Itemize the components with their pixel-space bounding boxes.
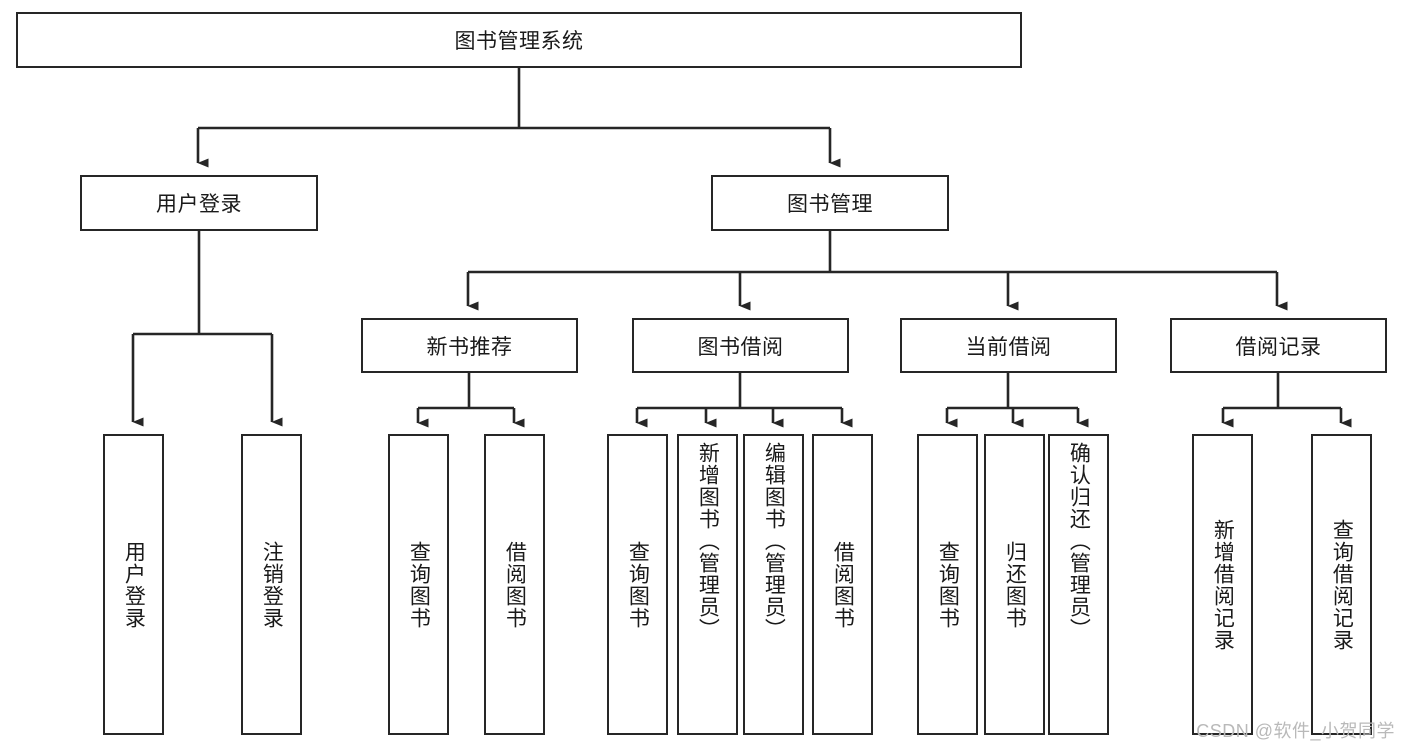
- node-leaf-edit-book-admin[interactable]: 编辑图书（管理员）: [743, 434, 804, 735]
- node-leaf-user-login[interactable]: 用户登录: [103, 434, 164, 735]
- node-label: 查询图书: [936, 540, 960, 629]
- node-book-management[interactable]: 图书管理: [711, 175, 949, 231]
- node-label: 归还图书: [1003, 540, 1027, 629]
- node-current-borrowing[interactable]: 当前借阅: [900, 318, 1117, 373]
- node-label: 新增借阅记录: [1211, 518, 1235, 651]
- node-leaf-add-borrow-record[interactable]: 新增借阅记录: [1192, 434, 1253, 735]
- node-label: 图书借阅: [697, 335, 784, 359]
- node-label: 查询图书: [626, 540, 650, 629]
- node-leaf-query-borrow-record[interactable]: 查询借阅记录: [1311, 434, 1372, 735]
- node-leaf-add-book-admin[interactable]: 新增图书（管理员）: [677, 434, 738, 735]
- node-label: 查询借阅记录: [1330, 518, 1354, 651]
- edge-borrow-record-to-leaves: [1221, 373, 1352, 428]
- node-label: 查询图书: [407, 540, 431, 629]
- node-new-book-recommendation[interactable]: 新书推荐: [361, 318, 578, 373]
- node-label: 借阅记录: [1235, 335, 1322, 359]
- node-label: 确认归还（管理员）: [1067, 442, 1091, 640]
- edge-new-book-to-leaves: [416, 373, 525, 428]
- node-label: 借阅图书: [503, 540, 527, 629]
- node-user-login[interactable]: 用户登录: [80, 175, 318, 231]
- node-leaf-query-books-recommendation[interactable]: 查询图书: [388, 434, 449, 735]
- edge-user-login-to-leaves: [131, 231, 283, 427]
- node-label: 新增图书（管理员）: [696, 442, 720, 640]
- edge-current-borrow-to-leaves: [945, 373, 1089, 428]
- node-label: 当前借阅: [965, 335, 1052, 359]
- node-label: 借阅图书: [831, 540, 855, 629]
- node-label: 注销登录: [260, 540, 284, 629]
- node-leaf-query-books-current[interactable]: 查询图书: [917, 434, 978, 735]
- edge-borrow-to-leaves: [635, 373, 853, 428]
- edge-book-mgmt-to-level2: [466, 231, 1288, 311]
- node-borrowing-records[interactable]: 借阅记录: [1170, 318, 1387, 373]
- edge-root-to-level1: [196, 68, 841, 168]
- node-label: 新书推荐: [426, 335, 513, 359]
- node-leaf-query-books-borrowing[interactable]: 查询图书: [607, 434, 668, 735]
- node-book-borrowing[interactable]: 图书借阅: [632, 318, 849, 373]
- node-label: 图书管理系统: [454, 30, 584, 53]
- node-leaf-borrow-books-recommendation[interactable]: 借阅图书: [484, 434, 545, 735]
- node-root-book-management-system[interactable]: 图书管理系统: [16, 12, 1022, 68]
- node-leaf-logout[interactable]: 注销登录: [241, 434, 302, 735]
- node-label: 用户登录: [156, 193, 242, 216]
- node-leaf-return-books[interactable]: 归还图书: [984, 434, 1045, 735]
- node-label: 用户登录: [122, 540, 146, 629]
- node-leaf-borrow-books[interactable]: 借阅图书: [812, 434, 873, 735]
- node-leaf-confirm-return-admin[interactable]: 确认归还（管理员）: [1048, 434, 1109, 735]
- node-label: 编辑图书（管理员）: [762, 442, 786, 640]
- node-label: 图书管理: [787, 193, 873, 216]
